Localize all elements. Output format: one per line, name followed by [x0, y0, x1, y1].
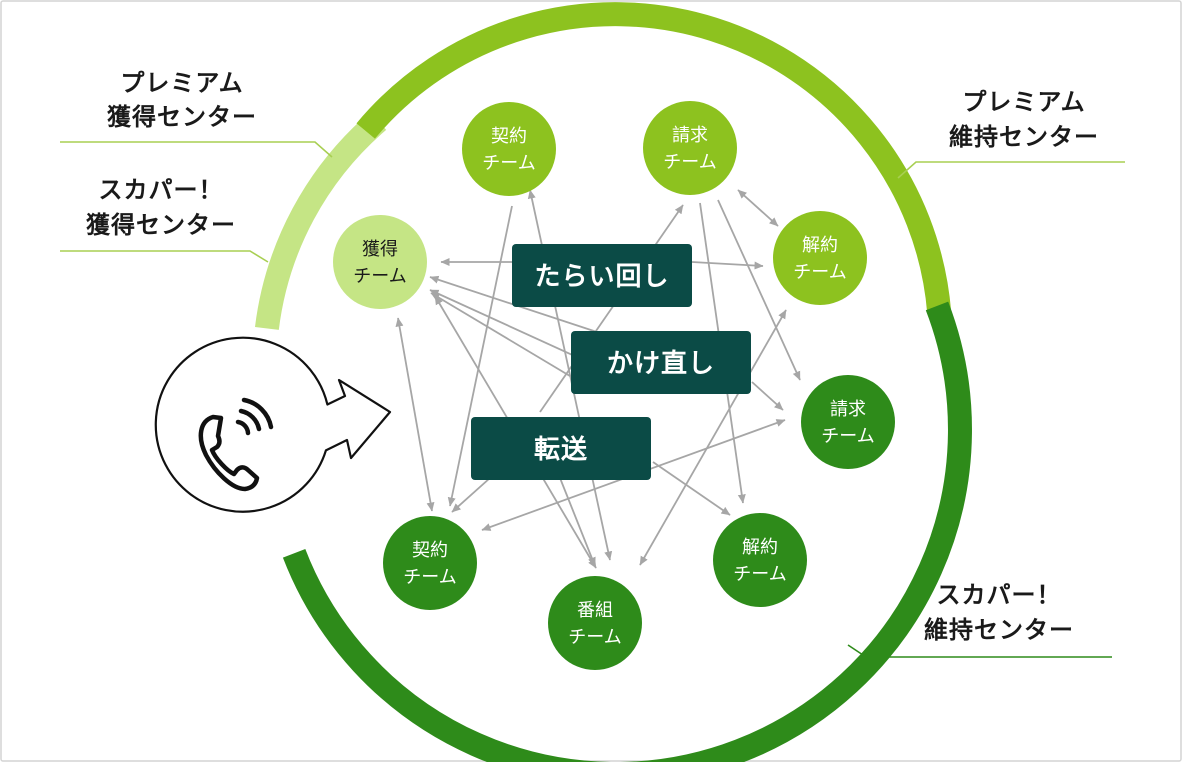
box-label: 転送: [534, 435, 588, 465]
label-premium-acquisition-line1: プレミアム: [120, 69, 243, 97]
box-tensou: 転送: [471, 417, 651, 480]
box-kakenaoshi: かけ直し: [571, 331, 751, 394]
team-suffix: チーム: [353, 266, 406, 287]
ring-arc-skyperfect-acquisition: [254, 111, 387, 330]
team-suffix: チーム: [482, 153, 535, 174]
team-name: 解約: [802, 235, 838, 256]
team-kakutoku: 獲得 チーム: [333, 215, 427, 309]
team-name: 請求: [672, 125, 708, 146]
team-suffix: チーム: [403, 567, 456, 588]
team-circle: [383, 516, 477, 610]
label-skyperfect-retention-line1: スカパー！: [937, 581, 1062, 609]
team-name: 契約: [412, 540, 448, 561]
box-label: たらい回し: [534, 262, 669, 292]
box-bg: [471, 417, 651, 480]
team-bangumi: 番組 チーム: [548, 576, 642, 670]
team-keiyaku-bottom: 契約 チーム: [383, 516, 477, 610]
label-skyperfect-acquisition-line2: 獲得センター: [86, 211, 236, 239]
ring-arc-skyperfect-retention: [282, 301, 972, 762]
team-suffix: チーム: [793, 262, 846, 283]
leader-lines: [60, 141, 1125, 263]
team-name: 解約: [742, 537, 778, 558]
team-circle: [643, 101, 737, 195]
arrow-tarai-to-kaiyaku-top: [691, 261, 764, 270]
team-name: 獲得: [362, 239, 398, 260]
box-tarai: たらい回し: [512, 244, 692, 307]
team-kaiyaku-top: 解約 チーム: [773, 211, 867, 305]
team-suffix: チーム: [663, 152, 716, 173]
ring-arc-premium: [356, 2, 952, 314]
team-circle: [801, 375, 895, 469]
team-circle: [713, 513, 807, 607]
arrow-seikyu-top-seikyu-right: [717, 199, 801, 381]
team-name: 契約: [491, 126, 527, 147]
box-bg: [512, 244, 692, 307]
team-seikyu-right: 請求 チーム: [801, 375, 895, 469]
team-circle: [548, 576, 642, 670]
leader-skyperfect-retention: [847, 644, 1112, 658]
team-circle: [773, 211, 867, 305]
team-circle: [462, 102, 556, 196]
box-bg: [571, 331, 751, 394]
leader-premium-acquisition: [60, 141, 333, 158]
label-skyperfect-acquisition-line1: スカパー！: [99, 176, 224, 204]
label-premium-acquisition-line2: 獲得センター: [107, 103, 257, 131]
label-premium-retention-line1: プレミアム: [962, 88, 1085, 116]
phone-icon: [198, 397, 274, 492]
label-skyperfect-retention-line2: 維持センター: [924, 616, 1074, 644]
team-name: 番組: [577, 600, 613, 621]
leader-premium-retention: [897, 161, 1125, 179]
team-suffix: チーム: [568, 627, 621, 648]
team-name: 請求: [830, 399, 866, 420]
team-suffix: チーム: [821, 426, 874, 447]
label-premium-retention-line2: 維持センター: [949, 123, 1099, 151]
team-suffix: チーム: [733, 564, 786, 585]
leader-skyperfect-acquisition: [60, 250, 269, 263]
team-keiyaku-top: 契約 チーム: [462, 102, 556, 196]
team-circle: [333, 215, 427, 309]
arrow-kakutoku-keiyaku-bottom: [395, 317, 435, 512]
team-kaiyaku-bottom: 解約 チーム: [713, 513, 807, 607]
caller-shape: [154, 336, 392, 513]
arrow-seikyu-top-kaiyaku: [737, 189, 779, 227]
box-label: かけ直し: [607, 349, 715, 379]
team-seikyu-top: 請求 チーム: [643, 101, 737, 195]
